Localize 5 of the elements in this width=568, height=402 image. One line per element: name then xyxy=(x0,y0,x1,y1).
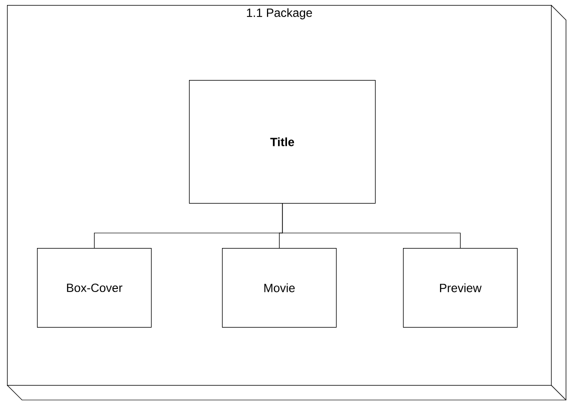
component-box: Movie xyxy=(222,248,337,328)
component-box: Preview xyxy=(403,248,518,328)
connector-line xyxy=(282,203,461,248)
component-box: Box-Cover xyxy=(37,248,152,328)
title-box: Title xyxy=(189,80,376,204)
